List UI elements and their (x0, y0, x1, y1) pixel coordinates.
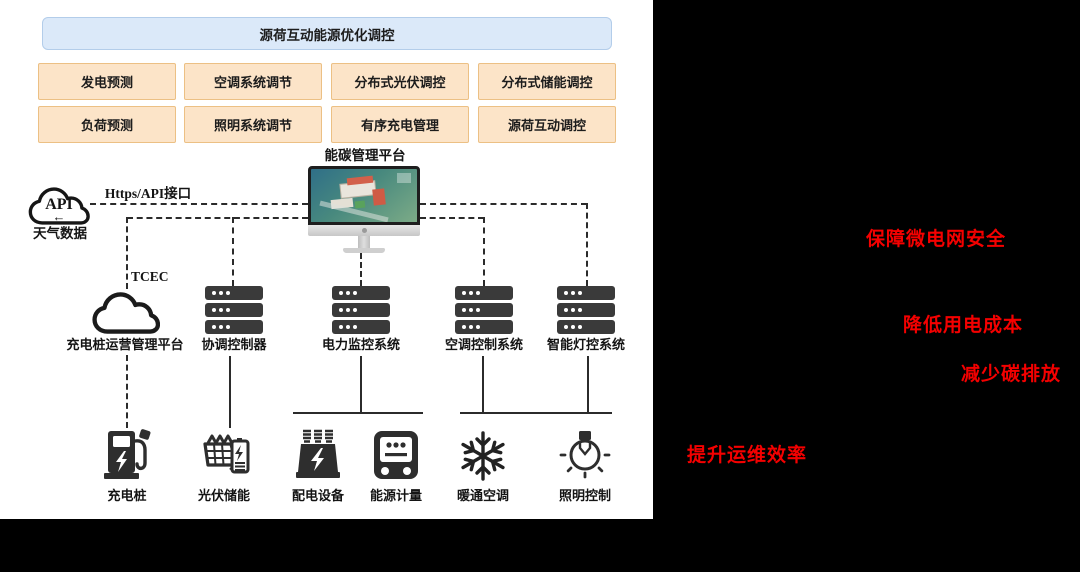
left-arrow-icon: ← (52, 209, 66, 224)
system-label-ac-control: 空调控制系统 (444, 337, 523, 352)
https-api-link-label: Https/API接口 (104, 186, 192, 201)
function-box-label: 负荷预测 (80, 118, 133, 133)
function-box-pv-control: 分布式光伏调控 (331, 63, 469, 100)
title-text: 源荷互动能源优化调控 (259, 27, 395, 43)
cloud-platform-icon (92, 289, 161, 337)
server-stack-icon (205, 286, 263, 334)
function-box-lighting-adjust: 照明系统调节 (184, 106, 322, 143)
monitor-screen-campus-image (311, 169, 417, 222)
connector-monitor-right-near (420, 217, 484, 219)
monitor-stand-base (343, 248, 385, 253)
server-stack-icon (557, 286, 615, 334)
server-bar (205, 303, 263, 317)
server-bar (332, 320, 390, 334)
monitor-bezel (308, 166, 420, 225)
function-box-hvac-adjust: 空调系统调节 (184, 63, 322, 100)
connector-to-light-control (586, 203, 588, 286)
benefit-reduce-carbon: 减少碳排放 (961, 364, 1062, 385)
tcec-link-label: TCEC (131, 269, 169, 284)
device-label-hvac: 暖通空调 (456, 488, 509, 503)
system-label-power-monitor: 电力监控系统 (321, 337, 400, 352)
connector-ac-to-bus (482, 356, 484, 412)
server-bar (332, 303, 390, 317)
green-patch-shape (354, 200, 366, 209)
building-shape (372, 188, 386, 206)
server-bar (205, 320, 263, 334)
function-box-storage-control: 分布式储能调控 (478, 63, 616, 100)
energy-meter-icon (368, 427, 424, 485)
connector-to-power-monitor (360, 253, 362, 286)
connector-power-to-bus (360, 356, 362, 412)
benefit-grid-safety: 保障微电网安全 (866, 229, 1007, 250)
function-box-orderly-charging: 有序充电管理 (331, 106, 469, 143)
server-stack-icon (455, 286, 513, 334)
server-bar (205, 286, 263, 300)
function-box-label: 发电预测 (80, 75, 133, 90)
device-label-energy-meter: 能源计量 (369, 488, 422, 503)
light-bulb-icon (557, 427, 613, 485)
function-box-label: 分布式光伏调控 (354, 75, 446, 90)
server-bar (455, 320, 513, 334)
benefit-lower-cost: 降低用电成本 (903, 315, 1024, 336)
connector-monitor-right-far (420, 203, 587, 205)
function-box-generation-forecast: 发电预测 (38, 63, 176, 100)
system-label-coordinator: 协调控制器 (201, 337, 267, 352)
function-box-load-forecast: 负荷预测 (38, 106, 176, 143)
connector-to-charging-cloud (126, 217, 128, 289)
connector-to-coordinator (232, 217, 234, 286)
function-box-label: 源荷互动调控 (507, 118, 586, 133)
function-box-label: 照明系统调节 (213, 118, 292, 133)
charging-pile-icon (99, 427, 155, 485)
bus-power-devices (293, 412, 423, 414)
monitor-icon (308, 166, 420, 253)
device-label-lighting: 照明控制 (558, 488, 611, 503)
server-bar (557, 303, 615, 317)
connector-coordinator-to-pv (229, 356, 231, 428)
title-banner: 源荷互动能源优化调控 (42, 17, 612, 50)
connector-cloud-to-charger (126, 355, 128, 428)
api-cloud-text: API (45, 196, 73, 213)
system-label-charging-platform: 充电桩运营管理平台 (66, 337, 184, 352)
connector-light-to-bus (587, 356, 589, 412)
ui-panel-shape (397, 173, 411, 183)
pv-storage-icon (196, 427, 252, 485)
monitor-stand-neck (358, 236, 370, 248)
platform-title: 能碳管理平台 (324, 148, 406, 163)
monitor-logo-dot (362, 228, 367, 233)
function-box-label: 有序充电管理 (360, 118, 439, 133)
device-label-transformer: 配电设备 (291, 488, 344, 503)
server-bar (332, 286, 390, 300)
benefit-ops-efficiency: 提升运维效率 (687, 445, 808, 466)
server-bar (557, 286, 615, 300)
monitor-chin (308, 225, 420, 236)
function-box-interaction-control: 源荷互动调控 (478, 106, 616, 143)
server-bar (557, 320, 615, 334)
server-bar (455, 303, 513, 317)
function-box-label: 空调系统调节 (213, 75, 292, 90)
function-box-label: 分布式储能调控 (501, 75, 593, 90)
bus-hvac-lighting (460, 412, 612, 414)
connector-api-to-monitor (90, 203, 308, 205)
snowflake-icon (455, 427, 511, 485)
server-stack-icon (332, 286, 390, 334)
connector-to-ac-control (483, 217, 485, 286)
weather-api-cloud-icon: API ← (28, 183, 90, 229)
device-label-charging-pile: 充电桩 (107, 488, 147, 503)
device-label-pv-storage: 光伏储能 (197, 488, 250, 503)
transformer-icon (290, 427, 346, 485)
weather-data-label: 天气数据 (33, 226, 87, 241)
connector-monitor-left-bus (127, 217, 308, 219)
system-label-light-control: 智能灯控系统 (546, 337, 625, 352)
server-bar (455, 286, 513, 300)
diagram-canvas: 源荷互动能源优化调控 发电预测 空调系统调节 分布式光伏调控 分布式储能调控 负… (0, 0, 653, 519)
